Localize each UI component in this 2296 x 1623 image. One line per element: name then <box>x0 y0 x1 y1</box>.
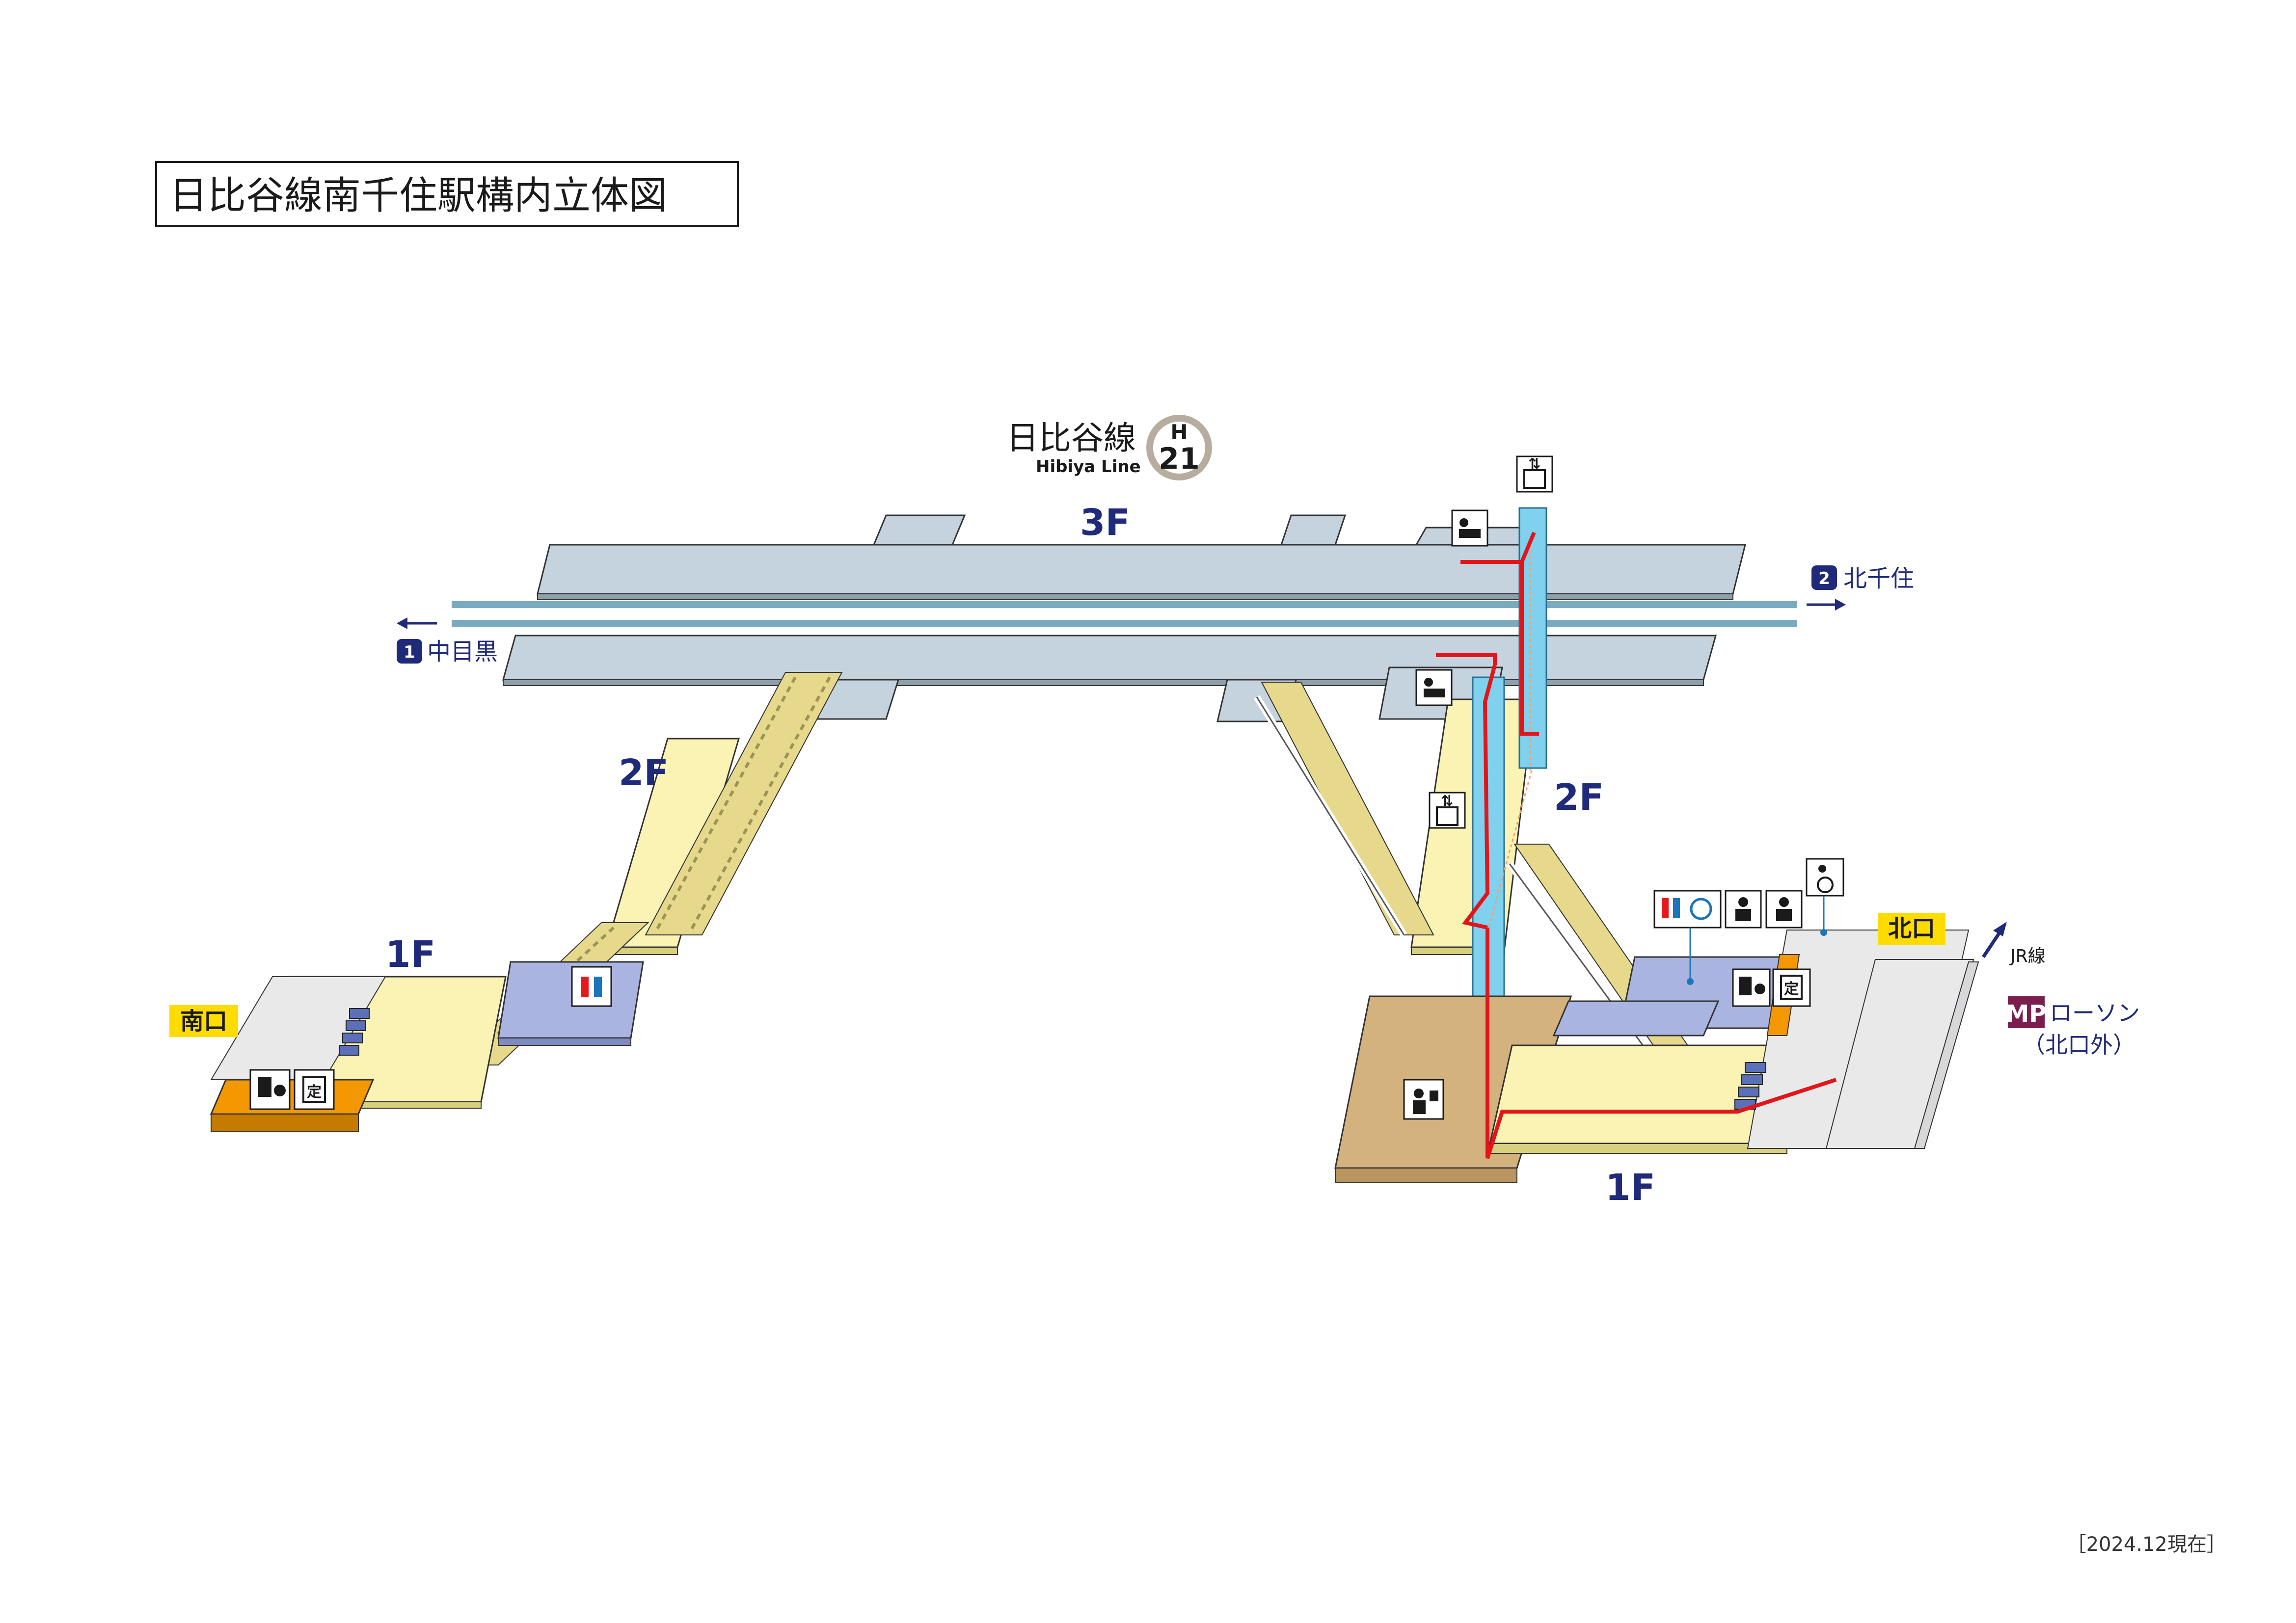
commuter-pass-glyph: 定 <box>1784 981 1799 998</box>
jr-line-direction: JR線 <box>1982 922 2046 966</box>
elevator-glyph: ⇅ <box>1528 455 1540 473</box>
ticket-gate <box>339 1045 359 1056</box>
line-name-en: Hibiya Line <box>1036 457 1141 477</box>
priority-seat-icon <box>1451 509 1488 547</box>
jr-line-label: JR線 <box>2009 946 2046 966</box>
north-exit-text: 北口 <box>1888 915 1935 942</box>
commuter-pass-icon: 定 <box>294 1069 335 1110</box>
commuter-pass-glyph: 定 <box>307 1084 322 1101</box>
arrow-up-right-icon <box>1993 922 2007 936</box>
baby-room-icon <box>1725 890 1762 929</box>
south-exit-area <box>210 1079 375 1115</box>
arrow-left-icon <box>397 617 407 629</box>
ticket-machine-icon <box>249 1069 291 1110</box>
left-ground-1f: 定 1F 南口 <box>169 922 649 1132</box>
toilet-icon <box>571 966 612 1007</box>
floor-label-2f-right: 2F <box>1554 776 1604 819</box>
store-name: ローソン <box>2050 1000 2140 1026</box>
commuter-pass-icon: 定 <box>1772 968 1811 1007</box>
store-note: （北口外） <box>2023 1032 2135 1058</box>
north-exit-label: 北口 <box>1878 913 1945 945</box>
floor-label-1f-left: 1F <box>385 933 435 976</box>
wheelchair-icon <box>1806 858 1844 897</box>
elevator-icon: ⇅ <box>1516 455 1553 493</box>
direction-destination: 北千住 <box>1843 565 1914 592</box>
first-aid-icon <box>1765 890 1803 929</box>
direction-1: 1 中目黒 <box>397 617 498 665</box>
elevator-glyph: ⇅ <box>1441 793 1453 810</box>
ticket-machine-icon <box>1732 968 1771 1007</box>
title-box: 日比谷線南千住駅構内立体図 <box>155 161 739 227</box>
south-exit-text: 南口 <box>180 1008 227 1035</box>
direction-destination: 中目黒 <box>427 638 498 665</box>
direction-number: 2 <box>1818 569 1830 588</box>
line-name-ja: 日比谷線 <box>1006 419 1136 457</box>
elevator-shaft <box>1518 507 1547 769</box>
as-of-date: ［2024.12現在］ <box>2067 1533 2226 1556</box>
floor-label-1f-right: 1F <box>1605 1167 1655 1209</box>
convenience-store: MP ローソン （北口外） <box>2006 996 2140 1058</box>
station-code-number: 21 <box>1159 442 1200 476</box>
direction-number: 1 <box>404 642 415 662</box>
floor-label-2f-left: 2F <box>619 752 669 794</box>
barrier-free-route <box>1436 532 1837 1159</box>
line-label: 日比谷線 Hibiya Line H 21 <box>1006 415 1212 480</box>
elevator-icon: ⇅ <box>1429 792 1466 829</box>
priority-seat-icon <box>1415 669 1453 706</box>
ticket-gate <box>1738 1087 1759 1097</box>
left-concourse-2f: 2F <box>605 672 843 955</box>
store-logo: MP <box>2006 1000 2047 1028</box>
toilet-icon <box>1653 890 1722 929</box>
ticket-gate <box>349 1008 370 1019</box>
line-code-letter: H <box>1170 420 1188 444</box>
direction-2: 2 北千住 <box>1807 565 1914 611</box>
ticket-gate <box>346 1020 366 1031</box>
staircase <box>1261 682 1434 935</box>
ticket-gate <box>1741 1074 1763 1085</box>
ticket-gate <box>342 1033 363 1043</box>
ticket-gate <box>1745 1062 1766 1073</box>
platform-3f: 3F <box>452 502 1797 722</box>
toilet-area <box>497 961 644 1039</box>
staircase <box>645 672 843 935</box>
south-exit-label: 南口 <box>169 1005 238 1037</box>
arrow-right-icon <box>1835 599 1846 611</box>
floor-label-3f: 3F <box>1080 502 1130 544</box>
station-number-badge: H 21 <box>1146 415 1212 480</box>
page-title: 日比谷線南千住駅構内立体図 <box>169 174 667 218</box>
right-ground-1f: 定 1F 北口 JR線 MP ローソン （北口外） <box>1334 858 2140 1209</box>
station-office-icon <box>1403 1079 1444 1120</box>
